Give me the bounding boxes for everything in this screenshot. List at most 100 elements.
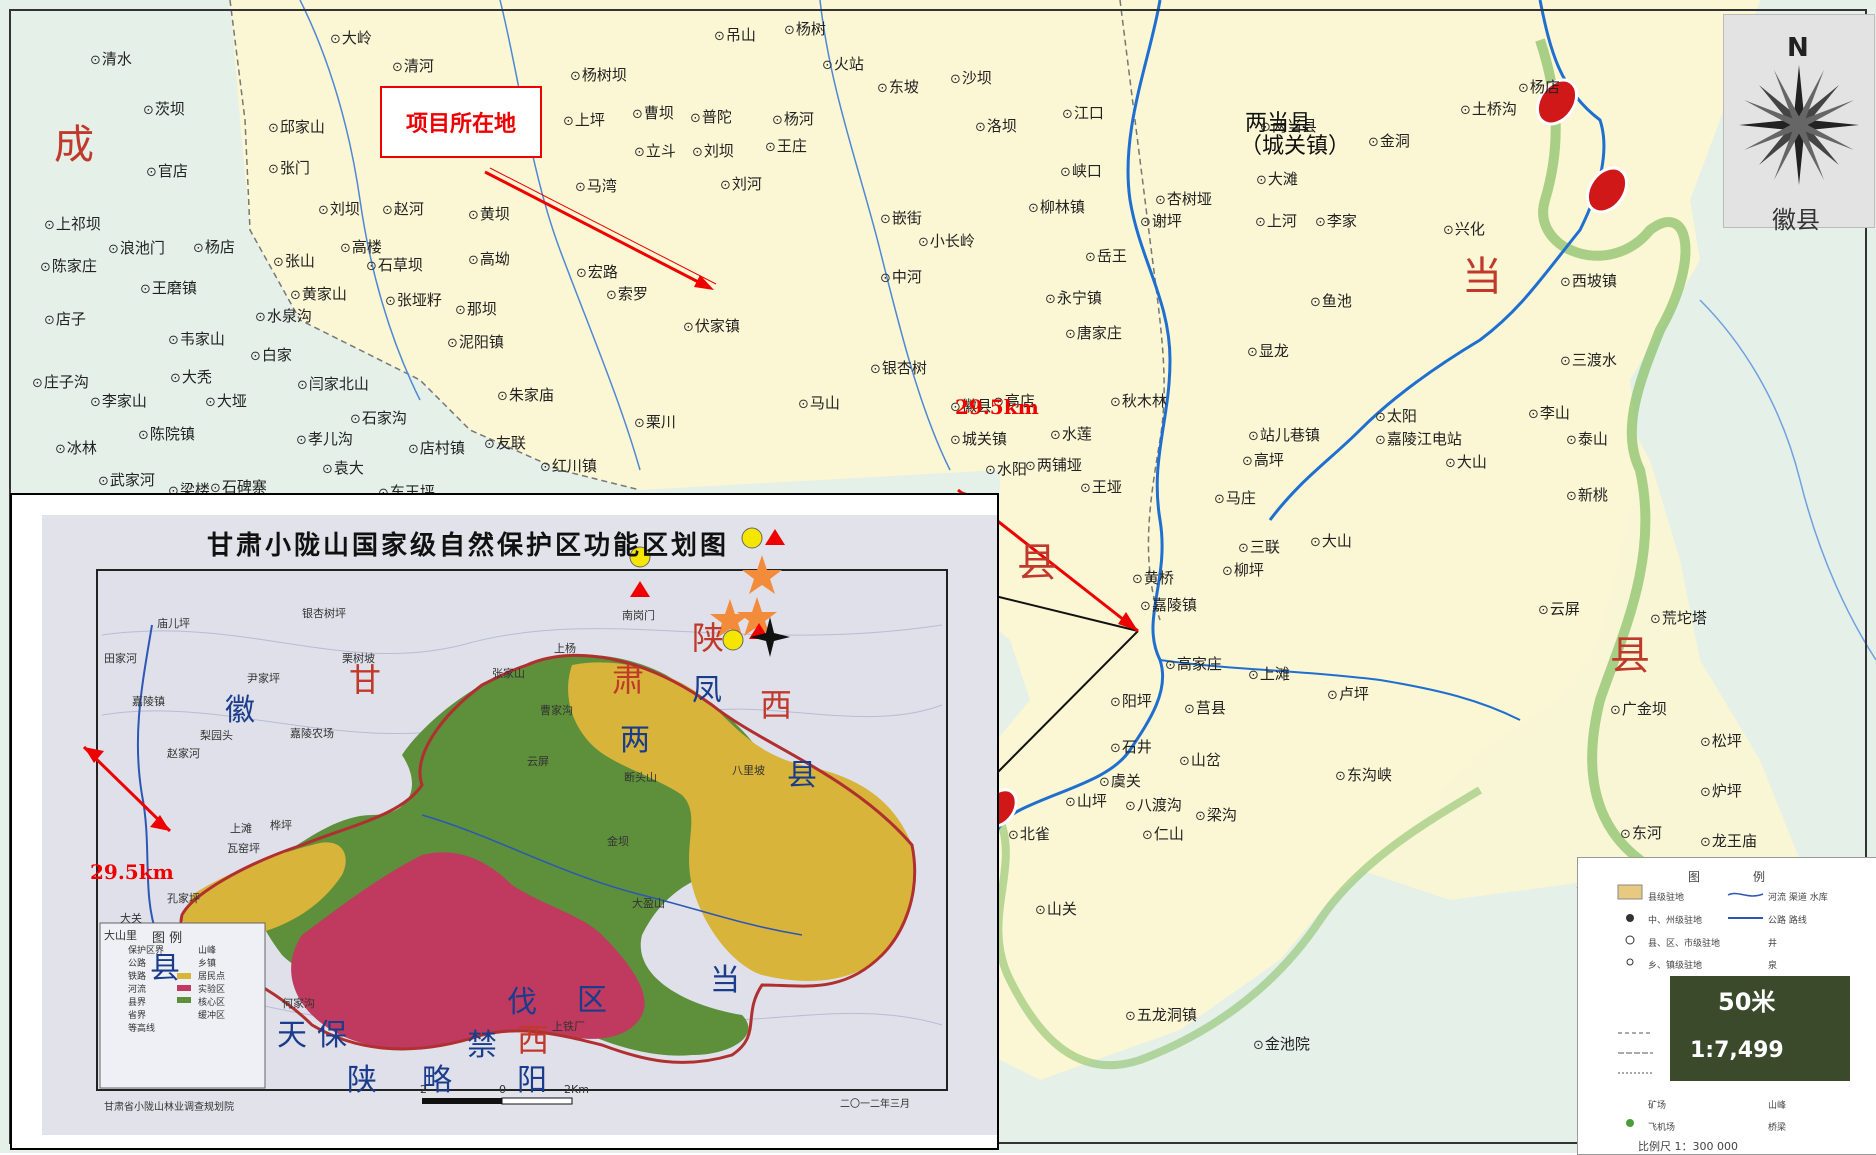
- map-legend: 图 例 县级驻地 河流 渠道 水库 中、州级驻地 公路 路线 县、区、市级驻地 …: [1577, 857, 1876, 1155]
- place-label: 北雀: [1008, 823, 1050, 844]
- inset-distance-arrow: [82, 745, 172, 833]
- place-label: 栗川: [634, 411, 676, 432]
- place-label: 永宁镇: [1045, 287, 1102, 308]
- inset-town-marker-2: [629, 546, 651, 568]
- place-label: 三联: [1238, 536, 1280, 557]
- inset-map: 甘 徽 肃 两 陕 凤 西 县 县 当 伐 西 区 陕 略 阳 保 禁 天 田家…: [10, 493, 999, 1150]
- place-label: 水阳: [985, 458, 1027, 479]
- inset-legend-item: 核心区: [198, 998, 226, 1008]
- inset-label-xian-2: 县: [787, 758, 817, 793]
- inset-legend-item: 河流: [128, 985, 147, 995]
- place-label: 朱家庙: [497, 384, 554, 405]
- inset-label-jin: 禁: [467, 1028, 497, 1063]
- place-label: 水泉沟: [255, 305, 312, 326]
- inset-label-lue: 略: [422, 1063, 452, 1098]
- inset-place-label: 田家河: [104, 652, 137, 665]
- legend-scale-text: 比例尺 1：300 000: [1638, 1140, 1738, 1153]
- callout-arrow-2: [489, 167, 717, 285]
- place-label: 上祁坝: [44, 213, 101, 234]
- place-label: 仁山: [1142, 823, 1184, 844]
- inset-place-label: 张家山: [492, 667, 525, 680]
- inset-compass-icon: [750, 617, 790, 657]
- inset-legend-title: 图 例: [152, 931, 183, 946]
- place-label: 那坝: [455, 298, 497, 319]
- place-label: 杨店: [1518, 76, 1560, 97]
- place-label: 银杏树: [870, 357, 927, 378]
- inset-label-tian: 天: [277, 1018, 307, 1053]
- place-label: 三渡水: [1560, 349, 1617, 370]
- place-label: 黄家山: [290, 283, 347, 304]
- county-seat-liangdang: 两当县: [1245, 111, 1312, 136]
- place-label: 赵河: [382, 198, 424, 219]
- place-label: 马山: [798, 392, 840, 413]
- inset-label-fa: 伐: [507, 985, 537, 1020]
- protected-boundary: [179, 653, 917, 1064]
- inset-title: 甘肃小陇山国家级自然保护区功能区划图: [207, 531, 730, 561]
- place-label: 刘坝: [692, 140, 734, 161]
- place-label: 张门: [268, 157, 310, 178]
- road-sign-2: [1585, 166, 1629, 214]
- place-label: 五龙洞镇: [1125, 1004, 1197, 1025]
- river-center: [819, 0, 951, 471]
- place-label: 卢坪: [1327, 683, 1369, 704]
- river-west: [499, 0, 641, 471]
- north-label: N: [1787, 33, 1809, 63]
- inset-label-xi-2: 西: [517, 1021, 550, 1059]
- inset-label-xi: 西: [760, 686, 793, 724]
- legend-bottom-3: 飞机场: [1648, 1123, 1676, 1133]
- place-label: 大岭: [330, 27, 372, 48]
- legend-item-1: 县级驻地: [1648, 893, 1685, 903]
- place-label: 红川镇: [540, 455, 597, 476]
- inset-legend-item: 乡镇: [198, 959, 217, 969]
- place-label: 杨河: [772, 108, 814, 129]
- place-label: 李家: [1315, 210, 1357, 231]
- inset-place-label: 上铁厂: [552, 1020, 585, 1033]
- place-label: 石碑寨: [210, 476, 267, 497]
- place-label: 梁沟: [1195, 804, 1237, 825]
- callout-arrow: [484, 170, 711, 290]
- place-label: 炉坪: [1700, 780, 1742, 801]
- inset-label-shan-2: 陕: [347, 1063, 377, 1098]
- compass-rose-icon: [1739, 65, 1859, 185]
- place-label: 大山: [1310, 530, 1352, 551]
- place-label: 闫家北山: [297, 373, 369, 394]
- inset-place-label: 瓦窑坪: [227, 842, 260, 855]
- place-label: 上滩: [1248, 663, 1290, 684]
- inset-legend-item: 山峰: [198, 946, 217, 956]
- inset-place-label: 金坝: [607, 835, 629, 848]
- inset-label-xian-1: 县: [150, 951, 180, 986]
- place-label: 水莲: [1050, 423, 1092, 444]
- legend-swatches: [1617, 884, 1764, 1127]
- place-label: 店子: [44, 308, 86, 329]
- place-label: 杏树垭: [1155, 188, 1212, 209]
- place-label: 东河: [1620, 822, 1662, 843]
- inset-label-dang: 当: [710, 963, 740, 998]
- inset-legend-item: 公路: [128, 959, 147, 969]
- inset-place-label: 尹家坪: [247, 672, 280, 685]
- place-label: 新桃: [1566, 484, 1608, 505]
- county-label-xian-east: 县: [1610, 633, 1650, 679]
- place-label: 柳林镇: [1028, 196, 1085, 217]
- place-label: 高店: [993, 390, 1035, 411]
- inset-star-1: [742, 555, 782, 594]
- place-label: 白家: [250, 344, 292, 365]
- experimental-zone-east: [568, 662, 915, 981]
- inset-place-label: 云屏: [527, 755, 549, 768]
- place-label: 张山: [273, 250, 315, 271]
- inset-place-label: 栗树坡: [342, 652, 375, 665]
- inset-place-label: 上杨: [554, 642, 576, 655]
- place-label: 曹坝: [632, 102, 674, 123]
- place-label: 小长岭: [918, 230, 975, 251]
- inset-scale-1: 0: [499, 1083, 506, 1096]
- legend-title-left: 图: [1688, 870, 1701, 884]
- distance-label-inset: 29.5km: [90, 860, 174, 884]
- inset-label-hui: 徽: [225, 693, 255, 728]
- place-label: 山岔: [1179, 749, 1221, 770]
- inset-legend-item: 县界: [128, 998, 147, 1008]
- place-label: 上坪: [563, 109, 605, 130]
- inset-legend-box: [99, 922, 266, 1089]
- inset-legend-item: 省界: [128, 1011, 147, 1021]
- compass-box: N 徽县: [1723, 14, 1875, 234]
- inset-town-marker-3: [722, 629, 744, 651]
